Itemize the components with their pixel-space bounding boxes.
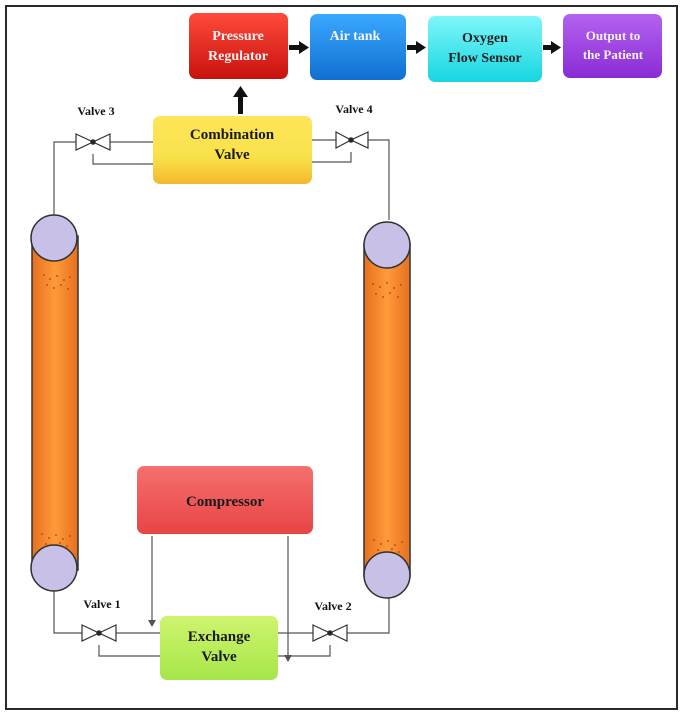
combination-valve-label-1: Combination — [190, 127, 275, 143]
exchange-valve-label-2: Valve — [201, 649, 237, 665]
arrow-head-right — [284, 655, 292, 662]
flow-arrow-regulator-to-tank — [289, 41, 309, 54]
arrow-head-left — [148, 620, 156, 627]
pressure-regulator-label-2: Regulator — [208, 49, 268, 64]
valve-1-label: Valve 1 — [83, 597, 120, 611]
flow-arrow-sensor-to-output — [543, 41, 561, 54]
output-label-2: the Patient — [583, 47, 644, 62]
flow-arrow-combination-to-regulator — [233, 86, 248, 114]
valve-4-label: Valve 4 — [335, 102, 372, 116]
exchange-valve-label-1: Exchange — [188, 629, 251, 645]
compressor-label: Compressor — [186, 494, 264, 510]
combination-valve-box: Combination Valve — [153, 116, 312, 184]
compressor-arrows — [151, 536, 289, 657]
flow-arrow-tank-to-sensor — [407, 41, 426, 54]
pressure-regulator-label-1: Pressure — [212, 29, 264, 44]
oxygen-flow-sensor-box: Oxygen Flow Sensor — [428, 16, 542, 82]
left-column — [30, 214, 79, 592]
air-tank-box: Air tank — [310, 14, 406, 80]
valve-2-label: Valve 2 — [314, 599, 351, 613]
output-to-patient-box: Output to the Patient — [563, 14, 662, 78]
exchange-valve-box: Exchange Valve — [160, 616, 278, 680]
diagram-frame — [5, 5, 678, 710]
oxygen-flow-sensor-label-2: Flow Sensor — [448, 51, 522, 66]
oxygen-flow-sensor-label-1: Oxygen — [462, 31, 508, 46]
valve-4-icon — [335, 131, 369, 149]
valve-3-icon — [75, 133, 111, 151]
output-label-1: Output to — [586, 28, 641, 43]
valve-3-label: Valve 3 — [77, 104, 114, 118]
valve-2-icon — [312, 624, 348, 642]
right-column — [363, 221, 411, 599]
combination-valve-label-2: Valve — [214, 147, 250, 163]
pressure-regulator-box: Pressure Regulator — [189, 13, 288, 79]
valve-1-icon — [81, 624, 117, 642]
compressor-box: Compressor — [137, 466, 313, 534]
pipes — [53, 139, 390, 657]
air-tank-label: Air tank — [330, 29, 381, 44]
